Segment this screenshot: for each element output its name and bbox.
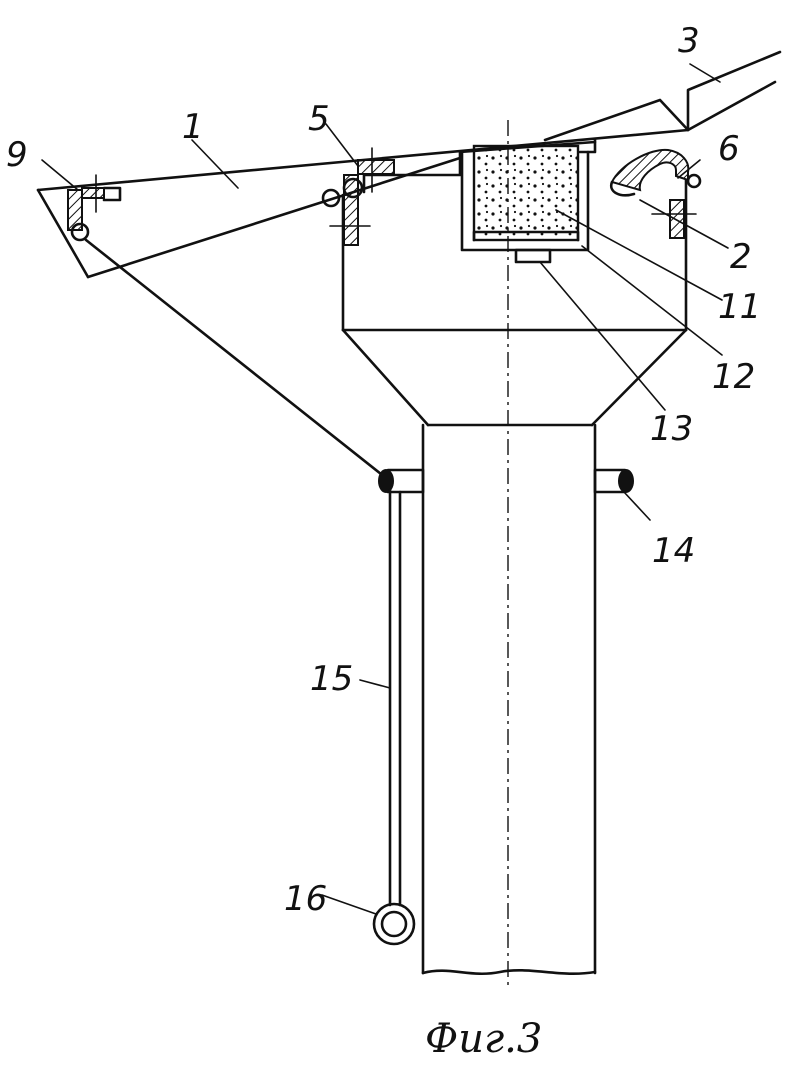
latch-right [609,148,702,239]
label-16: 16 [284,879,327,919]
label-2: 2 [730,237,752,277]
filter-cartridge [460,144,590,264]
leader-lines [41,63,729,915]
pull-cable [84,238,388,480]
lever-pins [378,468,634,494]
funnel-and-tube [341,328,688,976]
pull-rod [388,488,402,907]
label-5: 5 [308,99,330,139]
handle-bracket [686,50,782,132]
label-1: 1 [182,107,204,147]
label-12: 12 [712,357,755,397]
figure-caption: Фиг.3 [425,1016,542,1062]
housing [341,138,688,332]
pull-ring [372,902,416,946]
label-15: 15 [310,659,353,699]
label-6: 6 [718,129,740,169]
label-11: 11 [718,287,761,327]
label-3: 3 [678,21,700,61]
label-13: 13 [650,409,693,449]
label-14: 14 [652,531,695,571]
label-9: 9 [6,135,28,175]
hinge-left [67,174,122,242]
